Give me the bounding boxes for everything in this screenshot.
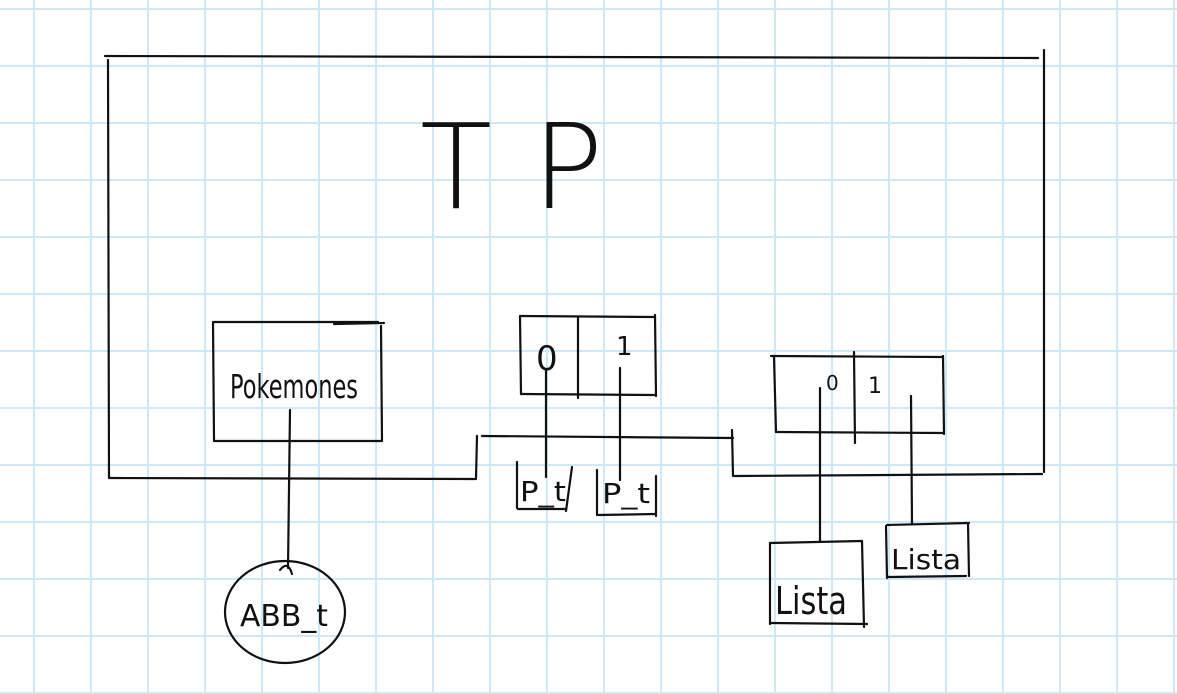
array-p-box bbox=[518, 313, 658, 400]
tp-struct-outline bbox=[103, 48, 1046, 481]
pokemones-pointer bbox=[286, 408, 292, 570]
array-p-cell-1: 1 bbox=[616, 332, 633, 362]
p-t-label-0: P_t bbox=[520, 475, 566, 508]
lista-label-0: Lista bbox=[775, 579, 847, 623]
lista-box-0 bbox=[768, 539, 869, 629]
array-p-cell-0: 0 bbox=[536, 339, 558, 379]
pokemones-field bbox=[211, 320, 386, 443]
tp-title: TP bbox=[420, 98, 643, 236]
p-t-box-0 bbox=[515, 460, 574, 513]
lista-label-1: Lista bbox=[891, 543, 961, 576]
array-listas-cell-0: 0 bbox=[826, 371, 839, 395]
pokemones-label: Pokemones bbox=[230, 367, 358, 406]
lista-box-1 bbox=[884, 521, 971, 580]
array-listas-cell-1: 1 bbox=[868, 374, 882, 399]
p-t-label-1: P_t bbox=[602, 477, 650, 510]
array-listas-pointer-1 bbox=[909, 394, 914, 526]
p-t-box-1 bbox=[595, 468, 658, 518]
array-listas-box bbox=[769, 350, 946, 445]
abb-node bbox=[223, 559, 347, 665]
abb-label: ABB_t bbox=[240, 599, 328, 634]
